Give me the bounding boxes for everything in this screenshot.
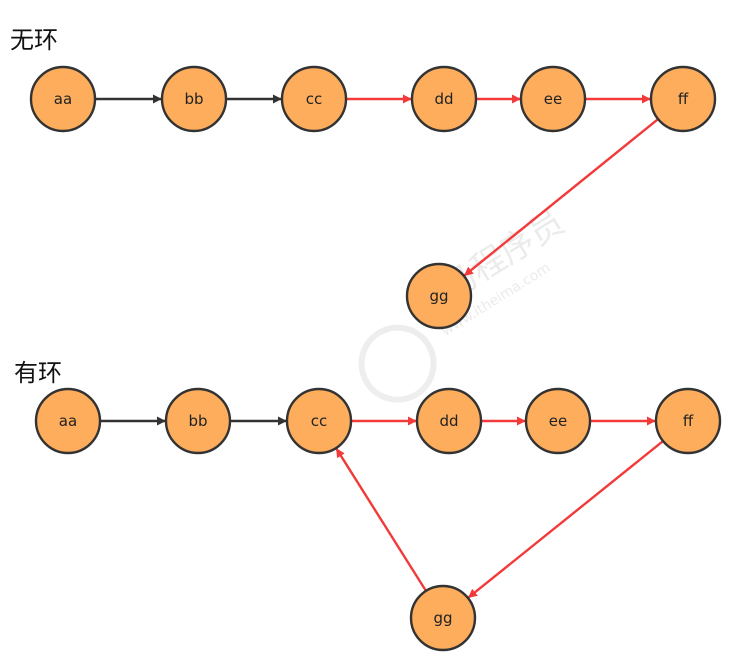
- node-circle: [160, 65, 228, 133]
- node-cyclic-dd: dd: [415, 387, 483, 455]
- node-label: ff: [683, 412, 694, 430]
- node-acyclic-ff: ff: [649, 65, 717, 133]
- node-circle: [524, 387, 592, 455]
- node-label: dd: [434, 90, 453, 108]
- node-circle: [285, 387, 353, 455]
- node-cyclic-ee: ee: [524, 387, 592, 455]
- node-circle: [654, 387, 722, 455]
- node-label: cc: [311, 412, 328, 430]
- edge-acyclic-ff-gg: [463, 118, 659, 277]
- node-label: bb: [188, 412, 207, 430]
- edges-layer: [95, 94, 664, 599]
- node-acyclic-gg: gg: [405, 262, 473, 330]
- node-label: aa: [59, 412, 77, 430]
- node-circle: [519, 65, 587, 133]
- node-cyclic-aa: aa: [34, 387, 102, 455]
- title-acyclic: 无环: [10, 26, 58, 54]
- node-circle: [280, 65, 348, 133]
- node-cyclic-ff: ff: [654, 387, 722, 455]
- node-circle: [649, 65, 717, 133]
- node-acyclic-dd: dd: [410, 65, 478, 133]
- node-label: cc: [306, 90, 323, 108]
- node-label: ff: [678, 90, 689, 108]
- title-cyclic: 有环: [14, 359, 62, 387]
- node-circle: [34, 387, 102, 455]
- nodes-layer: aa bb cc dd ee ff gg aa bb cc dd ee ff gg: [29, 65, 722, 652]
- edge-cyclic-gg-cc: [335, 448, 427, 592]
- node-acyclic-aa: aa: [29, 65, 97, 133]
- node-circle: [415, 387, 483, 455]
- node-acyclic-cc: cc: [280, 65, 348, 133]
- node-cyclic-cc: cc: [285, 387, 353, 455]
- node-circle: [405, 262, 473, 330]
- edge-cyclic-ff-gg: [467, 440, 664, 599]
- node-cyclic-gg: gg: [409, 584, 477, 652]
- node-circle: [409, 584, 477, 652]
- node-circle: [410, 65, 478, 133]
- node-label: bb: [184, 90, 203, 108]
- node-acyclic-bb: bb: [160, 65, 228, 133]
- node-circle: [29, 65, 97, 133]
- node-label: dd: [439, 412, 458, 430]
- node-circle: [164, 387, 232, 455]
- node-label: gg: [433, 609, 452, 627]
- node-label: ee: [549, 412, 567, 430]
- node-cyclic-bb: bb: [164, 387, 232, 455]
- node-label: gg: [429, 287, 448, 305]
- node-acyclic-ee: ee: [519, 65, 587, 133]
- node-label: ee: [544, 90, 562, 108]
- node-label: aa: [54, 90, 72, 108]
